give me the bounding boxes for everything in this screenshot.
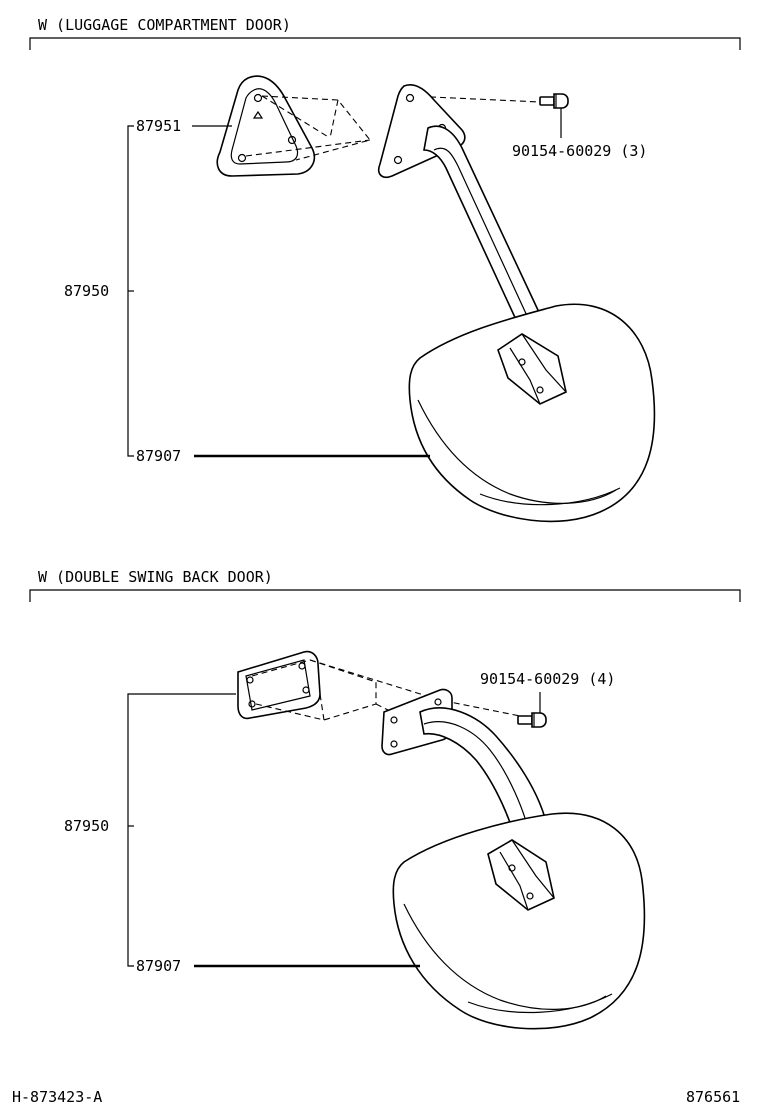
screw-icon-2 (517, 712, 547, 728)
label-mirror-assy-2: 87950 (64, 817, 109, 835)
mirror-assy-87950-2 (381, 688, 646, 1030)
label-mirror-head-2: 87907 (136, 957, 181, 975)
section-title-double-swing: W (DOUBLE SWING BACK DOOR) (38, 568, 273, 586)
gasket-plate-2 (237, 650, 321, 720)
section-title-luggage: W (LUGGAGE COMPARTMENT DOOR) (38, 16, 291, 34)
label-mirror-assy-1: 87950 (64, 282, 109, 300)
section-luggage-compartment-door: W (LUGGAGE COMPARTMENT DOOR) (29, 16, 741, 523)
footer-left-code: H-873423-A (12, 1088, 102, 1106)
section-bracket-line-2 (29, 589, 741, 602)
section-double-swing-back-door: W (DOUBLE SWING BACK DOOR) (29, 568, 741, 1030)
section-bracket-line (29, 37, 741, 50)
label-screw-1: 90154-60029 (3) (512, 142, 647, 160)
footer-right-code: 876561 (686, 1088, 740, 1106)
alignment-dashes-2 (251, 659, 521, 721)
label-mirror-head-1: 87907 (136, 447, 181, 465)
mirror-assy-87950 (377, 84, 656, 523)
screw-icon (539, 93, 569, 109)
label-gasket: 87951 (136, 117, 181, 135)
label-screw-2: 90154-60029 (4) (480, 670, 615, 688)
gasket-87951 (216, 75, 316, 177)
leader-bracket-87950-2 (127, 693, 236, 967)
